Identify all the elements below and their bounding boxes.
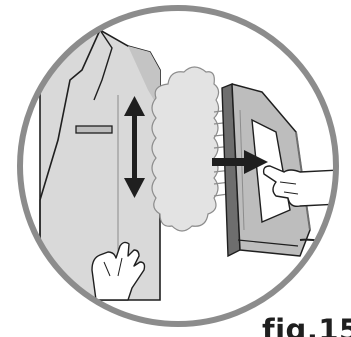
jacket-pocket [76, 126, 112, 133]
figure-label: fig.15 [262, 313, 351, 337]
